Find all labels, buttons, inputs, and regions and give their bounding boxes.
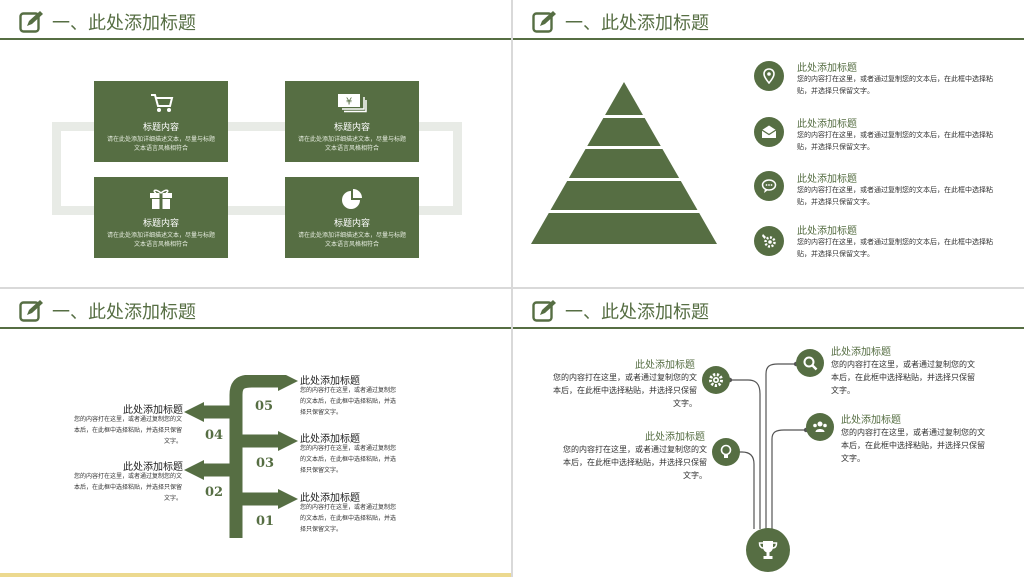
item-description: 您的内容打在这里，或者通过复制您的文本后，在此框中选择粘贴，并选择只保留文字。 bbox=[831, 360, 975, 395]
slide-1[interactable]: 一、此处添加标题 标题内容 请在此处添加详细描述文本，尽量与标题文本语言风格相符… bbox=[0, 0, 511, 287]
item-title: 此处添加标题 bbox=[797, 226, 857, 237]
step-number: 01 bbox=[256, 514, 275, 529]
slide-header: 一、此处添加标题 bbox=[513, 289, 1024, 329]
item-title: 此处添加标题 bbox=[831, 347, 891, 358]
svg-text:¥: ¥ bbox=[346, 97, 352, 108]
item-title: 此处添加标题 bbox=[123, 405, 183, 416]
slide-3[interactable]: 一、此处添加标题 05 04 03 02 01 此处添加标题 您的内容打在这里，… bbox=[0, 289, 511, 577]
step-number: 02 bbox=[205, 485, 224, 500]
trophy-icon bbox=[758, 541, 778, 559]
item-description: 您的内容打在这里，或者通过复制您的文本后，在此框中选择粘贴，并选择只保留文字。 bbox=[841, 428, 985, 463]
box-title: 标题内容 bbox=[333, 219, 370, 229]
box-title: 标题内容 bbox=[333, 123, 370, 133]
envelope-icon bbox=[761, 125, 777, 138]
content-box[interactable]: 标题内容 请在此处添加详细描述文本，尽量与标题文本语言风格相符合 bbox=[94, 177, 228, 258]
item-description: 您的内容打在这里，或者通过复制您的文本后，在此框中选择粘贴，并选择只保留文字。 bbox=[797, 75, 993, 95]
step-number: 05 bbox=[255, 399, 274, 414]
slide-title: 一、此处添加标题 bbox=[565, 13, 709, 34]
step-number: 04 bbox=[205, 428, 224, 443]
item-title: 此处添加标题 bbox=[797, 119, 857, 130]
edit-note-icon bbox=[19, 300, 43, 322]
slide-header: 一、此处添加标题 bbox=[0, 289, 511, 329]
item-title: 此处添加标题 bbox=[300, 376, 360, 387]
item-icon-circle bbox=[754, 171, 784, 201]
location-pin-icon bbox=[763, 68, 775, 84]
shopping-cart-icon bbox=[151, 94, 174, 112]
chat-icon bbox=[761, 179, 777, 193]
slide-title: 一、此处添加标题 bbox=[565, 302, 709, 323]
lightbulb-icon bbox=[720, 444, 732, 458]
edit-note-icon bbox=[532, 300, 556, 322]
item-description: 您的内容打在这里，或者通过复制您的文本后，在此框中选择粘贴，并选择只保留文字。 bbox=[553, 373, 697, 408]
item-title: 此处添加标题 bbox=[300, 493, 360, 504]
item-icon-circle bbox=[702, 366, 730, 394]
item-title: 此处添加标题 bbox=[841, 415, 901, 426]
slide-title: 一、此处添加标题 bbox=[52, 13, 196, 34]
content-box[interactable]: ¥ 标题内容 请在此处添加详细描述文本，尽量与标题文本语言风格相符合 bbox=[285, 81, 419, 162]
box-description: 请在此处添加详细描述文本，尽量与标题文本语言风格相符合 bbox=[297, 136, 406, 152]
item-title: 此处添加标题 bbox=[300, 434, 360, 445]
content-box[interactable]: 标题内容 请在此处添加详细描述文本，尽量与标题文本语言风格相符合 bbox=[285, 177, 419, 258]
item-description: 您的内容打在这里，或者通过复制您的文本后，在此框中选择粘贴，并选择只保留文字。 bbox=[797, 186, 993, 206]
box-description: 请在此处添加详细描述文本，尽量与标题文本语言风格相符合 bbox=[297, 232, 406, 248]
box-title: 标题内容 bbox=[142, 123, 179, 133]
settings-icon bbox=[762, 234, 776, 248]
slide-4[interactable]: 一、此处添加标题 bbox=[513, 289, 1024, 577]
item-icon-circle bbox=[754, 61, 784, 91]
edit-note-icon bbox=[19, 11, 43, 33]
item-description: 您的内容打在这里，或者通过复制您的文本后，在此框中选择粘贴，并选择只保留文字。 bbox=[300, 387, 397, 416]
people-icon bbox=[813, 421, 827, 432]
item-icon-circle bbox=[754, 117, 784, 147]
item-description: 您的内容打在这里，或者通过复制您的文本后，在此框中选择粘贴，并选择只保留文字。 bbox=[797, 131, 993, 151]
item-icon-circle bbox=[796, 349, 824, 377]
edit-note-icon bbox=[532, 11, 556, 33]
item-title: 此处添加标题 bbox=[797, 174, 857, 185]
box-title: 标题内容 bbox=[142, 219, 179, 229]
item-description: 您的内容打在这里，或者通过复制您的文本后，在此框中选择粘贴，并选择只保留文字。 bbox=[300, 504, 397, 533]
pyramid-graphic bbox=[529, 82, 719, 244]
item-icon-circle bbox=[754, 226, 784, 256]
slide-title: 一、此处添加标题 bbox=[52, 302, 196, 323]
item-icon-circle bbox=[806, 413, 834, 441]
gear-icon bbox=[709, 373, 723, 387]
search-icon bbox=[803, 356, 818, 371]
item-description: 您的内容打在这里，或者通过复制您的文本后，在此框中选择粘贴，并选择只保留文字。 bbox=[300, 445, 397, 474]
item-title: 此处添加标题 bbox=[797, 63, 857, 74]
money-icon: ¥ bbox=[338, 94, 367, 113]
step-number: 03 bbox=[256, 456, 275, 471]
background-frame bbox=[52, 122, 462, 215]
tree-arrow-graphic bbox=[184, 375, 298, 538]
item-description: 您的内容打在这里，或者通过复制您的文本后，在此框中选择粘贴，并选择只保留文字。 bbox=[73, 416, 182, 445]
item-description: 您的内容打在这里，或者通过复制您的文本后，在此框中选择粘贴，并选择只保留文字。 bbox=[563, 445, 707, 480]
slide-header: 一、此处添加标题 bbox=[513, 0, 1024, 40]
gift-icon bbox=[150, 189, 172, 209]
box-description: 请在此处添加详细描述文本，尽量与标题文本语言风格相符合 bbox=[106, 232, 215, 248]
slide-2[interactable]: 一、此处添加标题 此处添加标题 您的内容打在这里，或者通过复制您的文本后，在此框… bbox=[513, 0, 1024, 287]
item-title: 此处添加标题 bbox=[645, 432, 705, 443]
content-box[interactable]: 标题内容 请在此处添加详细描述文本，尽量与标题文本语言风格相符合 bbox=[94, 81, 228, 162]
pie-chart-icon bbox=[342, 189, 362, 209]
item-icon-circle bbox=[712, 438, 740, 466]
item-description: 您的内容打在这里，或者通过复制您的文本后，在此框中选择粘贴，并选择只保留文字。 bbox=[797, 238, 993, 258]
item-title: 此处添加标题 bbox=[123, 462, 183, 473]
item-title: 此处添加标题 bbox=[635, 360, 695, 371]
slide-header: 一、此处添加标题 bbox=[0, 0, 511, 40]
box-description: 请在此处添加详细描述文本，尽量与标题文本语言风格相符合 bbox=[106, 136, 215, 152]
accent-bar bbox=[0, 573, 511, 577]
center-icon-circle bbox=[746, 528, 790, 572]
item-description: 您的内容打在这里，或者通过复制您的文本后，在此框中选择粘贴，并选择只保留文字。 bbox=[73, 473, 182, 502]
